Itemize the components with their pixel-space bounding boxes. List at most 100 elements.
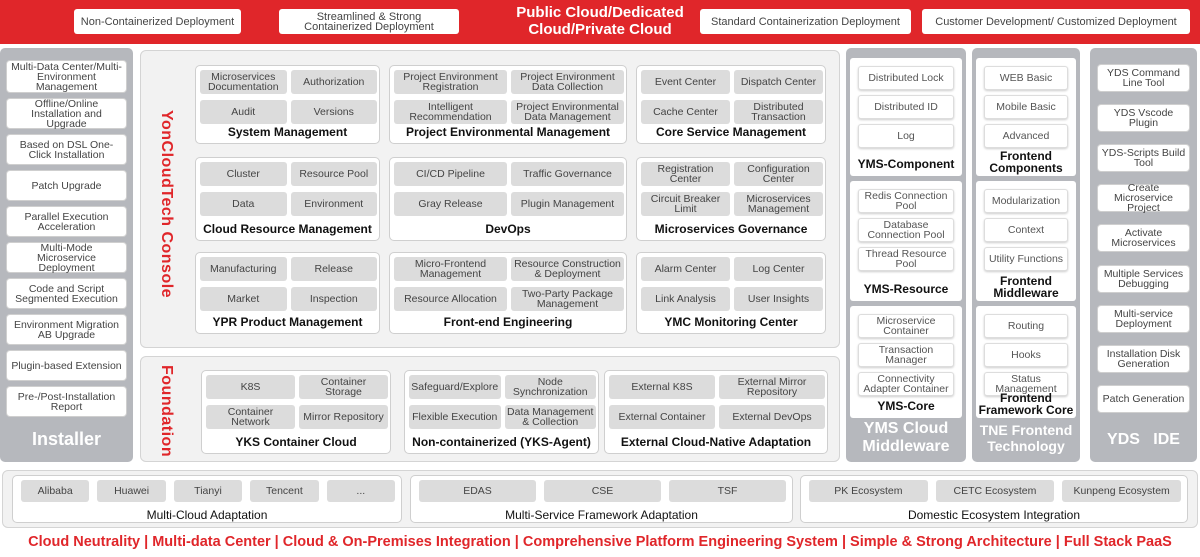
console-group-title: System Management [227, 125, 348, 139]
console-group-item: CI/CD Pipeline [394, 162, 507, 186]
tne-stack-title: Frontend Components [989, 149, 1063, 175]
adaptation-item: Tianyi [173, 480, 243, 502]
console-group-item: Resource Pool [290, 162, 377, 186]
yds-item: YDS-Scripts Build Tool [1097, 144, 1190, 172]
console-group-item: Release [290, 257, 377, 281]
console-group-item: Circuit Breaker Limit [641, 192, 730, 216]
console-group-item: Registration Center [641, 162, 730, 186]
console-group-item: Configuration Center [734, 162, 823, 186]
yds-item: Patch Generation [1097, 385, 1190, 413]
yms-stack-item: Microservice Container [858, 314, 954, 338]
console-group-item: Gray Release [394, 192, 507, 216]
top-deployment-bar: Non-Containerized Deployment Streamlined… [0, 0, 1200, 44]
yms-stack-item: Database Connection Pool [858, 218, 954, 242]
installer-item: Parallel Execution Acceleration [6, 206, 127, 237]
console-group-item: Cache Center [641, 100, 730, 124]
adaptation-item: PK Ecosystem [809, 480, 928, 502]
deployment-option-standard: Standard Containerization Deployment [700, 9, 911, 34]
console-group-item: Project Environment Registration [394, 70, 507, 94]
console-group-title: YPR Product Management [212, 315, 363, 329]
installer-column: Multi-Data Center/Multi-Environment Mana… [0, 48, 133, 462]
console-group-item: Traffic Governance [511, 162, 624, 186]
foundation-group-item: Flexible Execution [409, 405, 501, 429]
console-group-item: Authorization [290, 70, 377, 94]
yms-stack-item: Log [858, 124, 954, 148]
foundation-group-item: K8S [206, 375, 295, 399]
yms-stack-item: Distributed ID [858, 95, 954, 119]
console-group-item: Project Environment Data Collection [511, 70, 624, 94]
installer-item: Code and Script Segmented Execution [6, 278, 127, 309]
tne-stack-item: Hooks [984, 343, 1068, 367]
yms-stack-title: YMS-Component [857, 157, 955, 171]
foundation-group-title: YKS Container Cloud [235, 435, 357, 449]
foundation-group-item: Container Storage [299, 375, 388, 399]
foundation-group-item: Node Synchronization [504, 375, 596, 399]
console-group-item: Project Environmental Data Management [511, 100, 624, 124]
console-group-item: Versions [290, 100, 377, 124]
console-group-title: Microservices Governance [654, 222, 808, 236]
adaptation-item: Alibaba [21, 480, 90, 502]
yms-stack-item: Thread Resource Pool [858, 247, 954, 271]
tne-stack-item: Utility Functions [984, 247, 1068, 271]
console-group-title: YMC Monitoring Center [664, 315, 798, 329]
yms-stack-item: Redis Connection Pool [858, 189, 954, 213]
console-group-item: Environment [290, 192, 377, 216]
foundation-group-title: External Cloud-Native Adaptation [620, 435, 812, 449]
adaptation-item: Kunpeng Ecosystem [1062, 480, 1181, 502]
console-group-item: Resource Allocation [394, 287, 507, 311]
yds-item: YDS Vscode Plugin [1097, 104, 1190, 132]
bottom-principles: Cloud Neutrality | Multi-data Center | C… [28, 534, 1172, 550]
console-group-item: Alarm Center [641, 257, 730, 281]
installer-item: Multi-Mode Microservice Deployment [6, 242, 127, 273]
tne-stack-title: Frontend Framework Core [978, 391, 1074, 417]
tne-stack-item: Routing [984, 314, 1068, 338]
yds-item: Multi-service Deployment [1097, 305, 1190, 333]
yds-item: Installation Disk Generation [1097, 345, 1190, 373]
installer-item: Pre-/Post-Installation Report [6, 386, 127, 417]
console-group-item: Cluster [200, 162, 287, 186]
console-group-item: User Insights [734, 287, 823, 311]
console-group-item: Dispatch Center [734, 70, 823, 94]
adaptation-item: CSE [544, 480, 661, 502]
foundation-group-item: External DevOps [719, 405, 825, 429]
console-group-item: Distributed Transaction [734, 100, 823, 124]
tne-stack-title: Frontend Middleware [993, 274, 1059, 300]
yds-item: Activate Microservices [1097, 224, 1190, 252]
deployment-option-customized: Customer Development/ Customized Deploym… [922, 9, 1190, 34]
adaptation-item: ... [326, 480, 395, 502]
deployment-option-containerized: Streamlined & Strong Containerized Deplo… [279, 9, 459, 34]
yms-stack-item: Connectivity Adapter Container [858, 372, 954, 396]
console-group-title: DevOps [485, 222, 531, 236]
console-group-item: Market [200, 287, 287, 311]
console-group-item: Plugin Management [511, 192, 624, 216]
console-group-item: Resource Construction & Deployment [511, 257, 624, 281]
deployment-option-non-containerized: Non-Containerized Deployment [74, 9, 241, 34]
console-group-item: Two-Party Package Management [511, 287, 624, 311]
yds-item: YDS Command Line Tool [1097, 64, 1190, 92]
foundation-label: Foundation [158, 365, 175, 458]
yds-column: YDS Command Line Tool YDS Vscode Plugin … [1090, 48, 1197, 462]
installer-item: Offline/Online Installation and Upgrade [6, 98, 127, 129]
console-group-item: Manufacturing [200, 257, 287, 281]
console-group-title: Core Service Management [655, 125, 807, 139]
console-label: YonCloudTech Console [158, 110, 175, 299]
yms-title: YMS Cloud Middleware [862, 420, 950, 455]
console-group-item: Microservices Documentation [200, 70, 287, 94]
console-group-item: Event Center [641, 70, 730, 94]
tne-stack-item: Context [984, 218, 1068, 242]
console-group-title: Project Environmental Management [405, 125, 611, 139]
foundation-group-item: Data Management & Collection [504, 405, 596, 429]
